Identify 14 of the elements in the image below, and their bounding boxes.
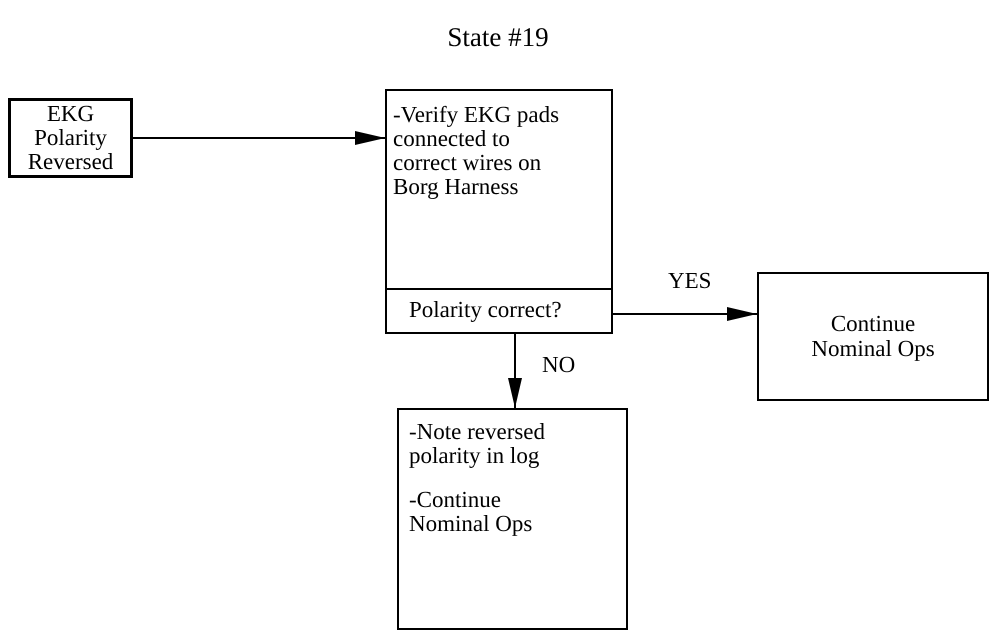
arrow [133, 131, 385, 145]
box-text: -Verify EKG pads connected to correct wires on Borg Harness [392, 101, 560, 202]
arrow [613, 307, 757, 321]
box-text: EKG Polarity Reversed [26, 100, 114, 176]
box-text: Continue Nominal Ops [810, 310, 936, 363]
process-box [757, 272, 989, 401]
diagram-title: State #19 [446, 22, 550, 53]
process-box [8, 98, 133, 178]
box-text: -Continue Nominal Ops [408, 486, 534, 538]
process-box [397, 408, 628, 630]
process-box [385, 89, 613, 334]
box-text: Polarity correct? [387, 288, 611, 332]
box-text: -Note reversed polarity in log [408, 418, 546, 470]
arrow [508, 334, 522, 408]
